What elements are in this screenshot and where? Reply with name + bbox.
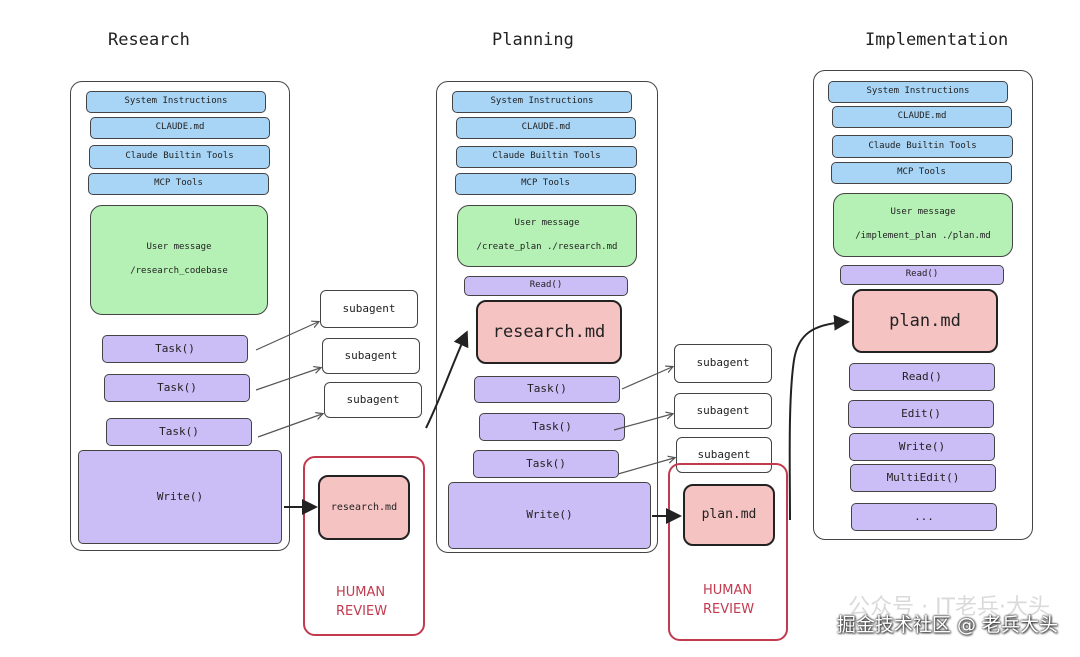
research-task-3: Task() [106,418,252,446]
watermark-ghost: 公众号 · IT老兵·大头 [848,595,1050,620]
title-implementation: Implementation [865,30,1009,50]
implementation-system-instructions: System Instructions [828,81,1008,103]
planning-builtin-tools: Claude Builtin Tools [456,146,637,168]
research-user-message-command: /research_codebase [130,266,228,276]
research-claude-md: CLAUDE.md [90,117,270,139]
implementation-user-message: User message /implement_plan ./plan.md [833,193,1013,257]
planning-subagent-2: subagent [674,393,772,429]
planning-user-message-command: /create_plan ./research.md [476,242,618,252]
human-review-research [303,456,425,636]
research-subagent-3: subagent [324,382,422,418]
planning-write: Write() [448,482,651,549]
implementation-multi-edit: MultiEdit() [850,464,996,492]
research-user-message-label: User message [146,242,212,253]
review-plan-doc: plan.md [683,484,775,546]
planning-subagent-1: subagent [674,344,772,383]
research-task-2: Task() [104,374,250,402]
planning-user-message: User message /create_plan ./research.md [457,205,637,267]
research-mcp-tools: MCP Tools [88,173,269,195]
implementation-more: ... [851,503,997,531]
research-subagent-1: subagent [320,290,418,328]
planning-user-message-label: User message [514,218,580,229]
review-research-doc: research.md [318,475,410,540]
implementation-claude-md: CLAUDE.md [832,106,1012,128]
planning-system-instructions: System Instructions [452,91,632,113]
research-system-instructions: System Instructions [86,91,266,113]
implementation-user-message-command: /implement_plan ./plan.md [855,231,991,241]
review-plan-label: HUMAN REVIEW [703,583,755,617]
review-research-label: HUMAN REVIEW [336,585,388,619]
research-write: Write() [78,450,282,544]
research-user-message: User message /research_codebase [90,205,268,315]
implementation-read: Read() [840,265,1004,285]
watermark: 掘金技术社区 @ 老兵大头 [836,614,1058,636]
implementation-write: Write() [849,433,995,461]
planning-task-1: Task() [474,376,620,403]
planning-subagent-3: subagent [676,437,772,473]
planning-claude-md: CLAUDE.md [456,117,636,139]
planning-task-2: Task() [479,413,625,441]
title-research: Research [108,30,190,50]
research-task-1: Task() [102,335,248,363]
implementation-read-2: Read() [849,363,995,391]
implementation-plan-doc: plan.md [852,289,998,353]
planning-task-3: Task() [473,450,619,478]
planning-research-doc: research.md [476,300,622,364]
planning-read: Read() [464,276,628,296]
planning-mcp-tools: MCP Tools [455,173,636,195]
implementation-user-message-label: User message [890,207,956,218]
human-review-plan [668,463,788,641]
implementation-edit: Edit() [848,400,994,428]
research-builtin-tools: Claude Builtin Tools [89,145,270,169]
research-subagent-2: subagent [322,338,420,374]
implementation-builtin-tools: Claude Builtin Tools [832,135,1013,158]
implementation-mcp-tools: MCP Tools [831,162,1012,184]
title-planning: Planning [492,30,574,50]
